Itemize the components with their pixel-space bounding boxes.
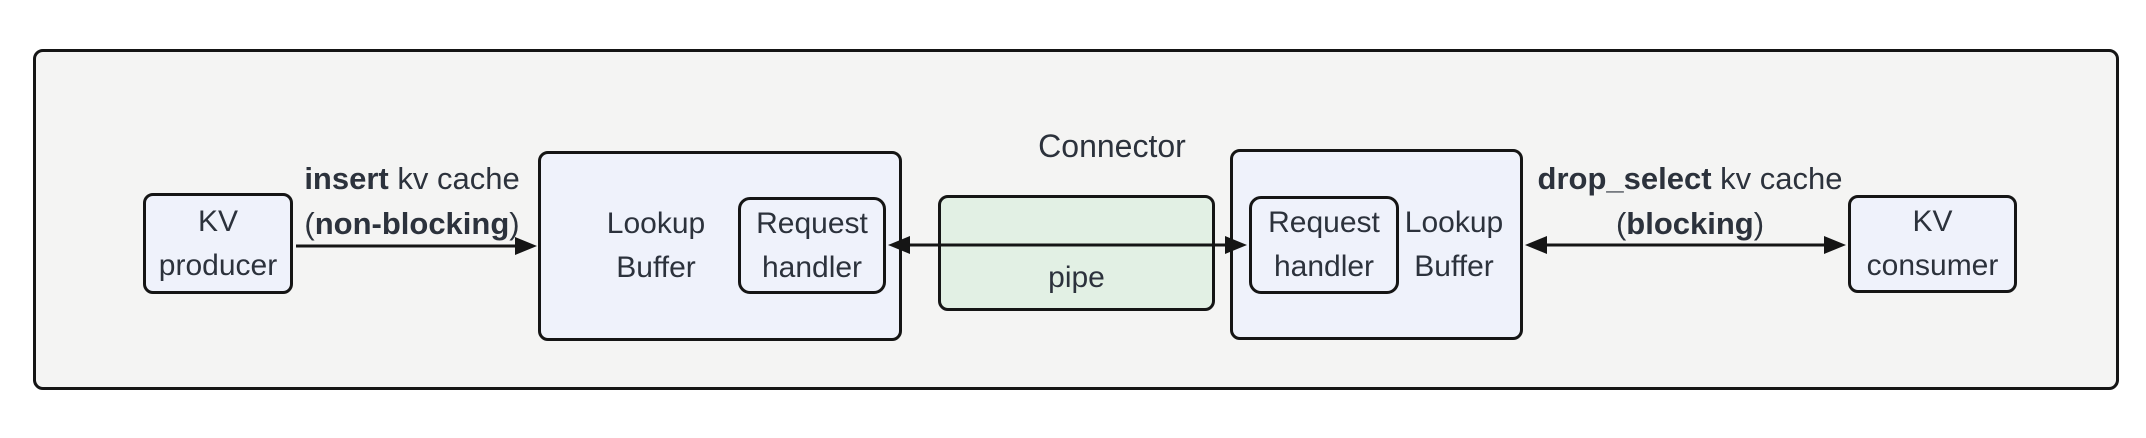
insert-edge-label-line1: insert kv cache	[304, 156, 519, 201]
request-handler-right-node: Request handler	[1249, 196, 1399, 294]
request-handler-right-line2: handler	[1273, 250, 1375, 283]
request-handler-left-line2: handler	[761, 250, 863, 284]
drop-select-paren-close: )	[1753, 206, 1765, 241]
drop-select-edge-label-line1: drop_select kv cache	[1538, 156, 1843, 201]
drop-select-paren-open: (	[1615, 206, 1627, 241]
request-handler-right-line1: Request	[1268, 206, 1380, 239]
drop-select-op-text: drop_select	[1537, 161, 1712, 196]
insert-edge-label: insert kv cache (non-blocking)	[304, 156, 519, 246]
insert-edge-label-line2: (non-blocking)	[304, 201, 519, 246]
lookup-buffer-left-line1: Lookup	[606, 207, 706, 240]
lookup-buffer-left-node: Lookup Buffer Request handler	[538, 151, 902, 341]
lookup-buffer-right-line2: Buffer	[1414, 249, 1494, 283]
request-handler-left-line1: Request	[756, 206, 868, 240]
lookup-buffer-left-line2: Buffer	[616, 251, 696, 284]
kv-consumer-label-line1: KV	[1912, 205, 1953, 238]
insert-suffix-text: kv cache	[388, 161, 520, 196]
kv-producer-label-line1: KV	[197, 204, 239, 238]
lookup-buffer-right-line1: Lookup	[1404, 205, 1504, 239]
connector-title: Connector	[1038, 128, 1186, 164]
insert-op-text: insert	[304, 161, 389, 196]
kv-producer-label-line2: producer	[158, 248, 278, 282]
kv-consumer-node: KV consumer	[1848, 195, 2017, 293]
insert-paren-open: (	[304, 206, 315, 241]
lookup-buffer-right-node: Request handler Lookup Buffer	[1230, 149, 1523, 340]
request-handler-left-node: Request handler	[738, 197, 886, 294]
insert-mode-text: non-blocking	[314, 206, 510, 241]
drop-select-edge-label: drop_select kv cache (blocking)	[1538, 156, 1843, 246]
drop-select-suffix-text: kv cache	[1711, 161, 1843, 196]
lookup-buffer-left-label: Lookup Buffer	[571, 154, 741, 338]
drop-select-mode-text: blocking	[1626, 206, 1754, 241]
lookup-buffer-right-label: Lookup Buffer	[1392, 152, 1516, 337]
drop-select-edge-label-line2: (blocking)	[1538, 201, 1843, 246]
pipe-node: pipe	[938, 195, 1215, 311]
pipe-label: pipe	[1048, 261, 1105, 294]
kv-consumer-label-line2: consumer	[1866, 249, 1999, 282]
insert-paren-close: )	[509, 206, 520, 241]
kv-producer-node: KV producer	[143, 193, 293, 294]
